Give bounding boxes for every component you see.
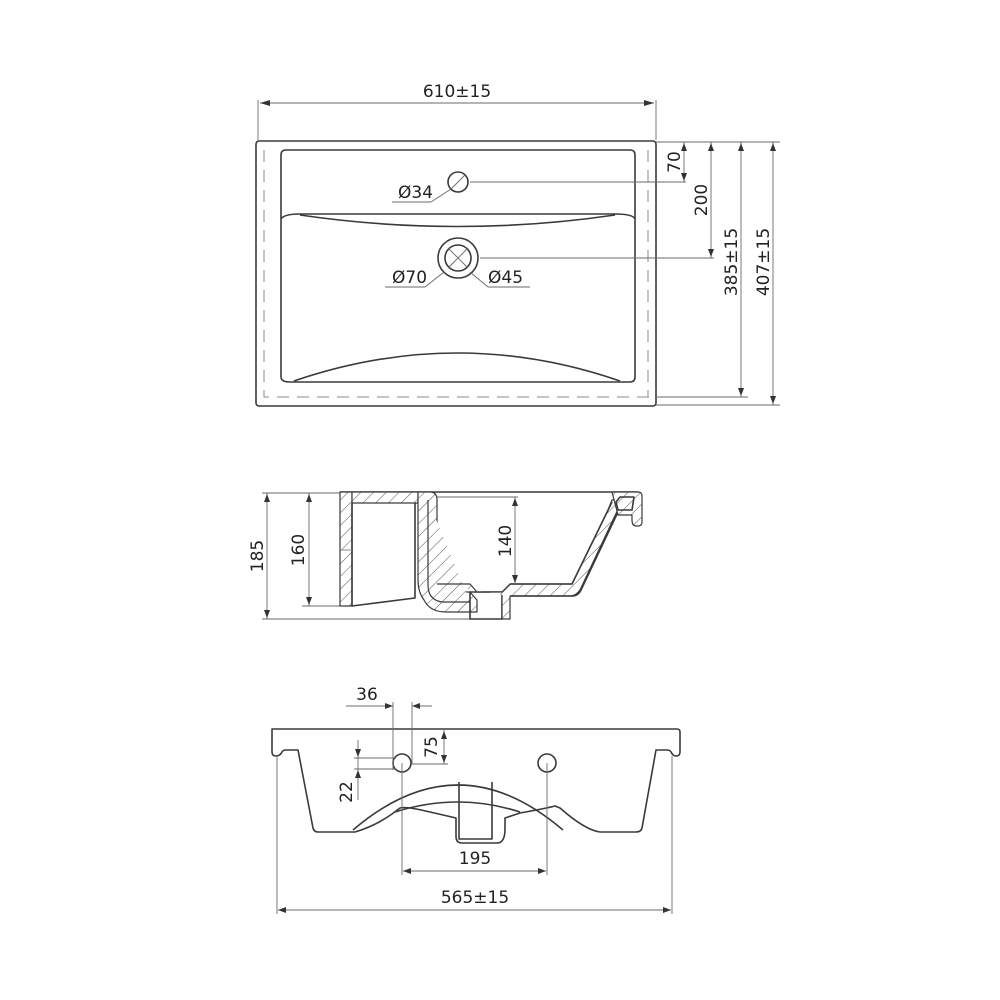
dim-hole-diameter-label: 36 bbox=[356, 685, 378, 705]
basin-hidden-contour bbox=[263, 150, 650, 398]
dim-inner-depth-label: 385±15 bbox=[722, 228, 742, 296]
dim-total-depth-label: 407±15 bbox=[754, 228, 774, 296]
plan-depth-dimensions: 70 200 385±15 407±15 bbox=[470, 141, 780, 406]
dim-hole-from-top-label: 75 bbox=[422, 736, 442, 758]
dim-hole-from-top: 75 bbox=[412, 730, 448, 765]
bowl-front-curve bbox=[293, 352, 621, 382]
drain-inner-circle bbox=[444, 244, 472, 272]
bowl-ridge-top bbox=[280, 213, 636, 220]
drain: Ø70 Ø45 bbox=[385, 237, 530, 288]
dim-front-width-label: 565±15 bbox=[441, 888, 509, 908]
tap-hole-circle bbox=[447, 171, 469, 193]
plan-width-label: 610±15 bbox=[423, 82, 491, 102]
dim-bowl-depth-label: 140 bbox=[496, 525, 516, 557]
dim-drain-offset-label: 200 bbox=[692, 184, 712, 216]
bowl-outline bbox=[280, 149, 636, 383]
front-drain bbox=[458, 782, 493, 840]
section-left-wall bbox=[339, 491, 353, 607]
dim-hole-offset-label: 22 bbox=[337, 781, 357, 803]
drain-outer-circle bbox=[437, 237, 479, 279]
front-outline bbox=[271, 728, 681, 844]
dim-total-height-label: 185 bbox=[248, 540, 268, 572]
dim-body-height-label: 160 bbox=[289, 534, 309, 566]
section-rim bbox=[611, 491, 643, 527]
dim-hole-spacing-label: 195 bbox=[459, 849, 491, 869]
drain-outer-label: Ø70 bbox=[392, 268, 427, 288]
basin-outer-outline bbox=[255, 140, 657, 407]
plan-view: 610±15 Ø34 Ø70 bbox=[255, 82, 780, 407]
front-bowl-arc bbox=[352, 784, 564, 831]
section-view: 185 160 140 bbox=[248, 491, 643, 620]
front-view: 36 75 22 195 bbox=[271, 685, 681, 914]
tap-hole: Ø34 bbox=[392, 171, 469, 203]
plan-width-dimension: 610±15 bbox=[257, 82, 657, 140]
dim-hole-offset: 22 bbox=[337, 740, 396, 803]
drain-inner-label: Ø45 bbox=[488, 268, 523, 288]
dim-front-width: 565±15 bbox=[276, 756, 673, 914]
tap-hole-label: Ø34 bbox=[398, 183, 433, 203]
dim-hole-diameter: 36 bbox=[346, 685, 432, 770]
dim-hole-spacing: 195 bbox=[401, 763, 548, 875]
bowl-ridge-curve bbox=[299, 214, 616, 228]
section-bowl-bottom bbox=[437, 499, 621, 597]
section-height-dimensions: 185 160 bbox=[248, 492, 470, 620]
dim-tap-offset-label: 70 bbox=[665, 151, 685, 173]
